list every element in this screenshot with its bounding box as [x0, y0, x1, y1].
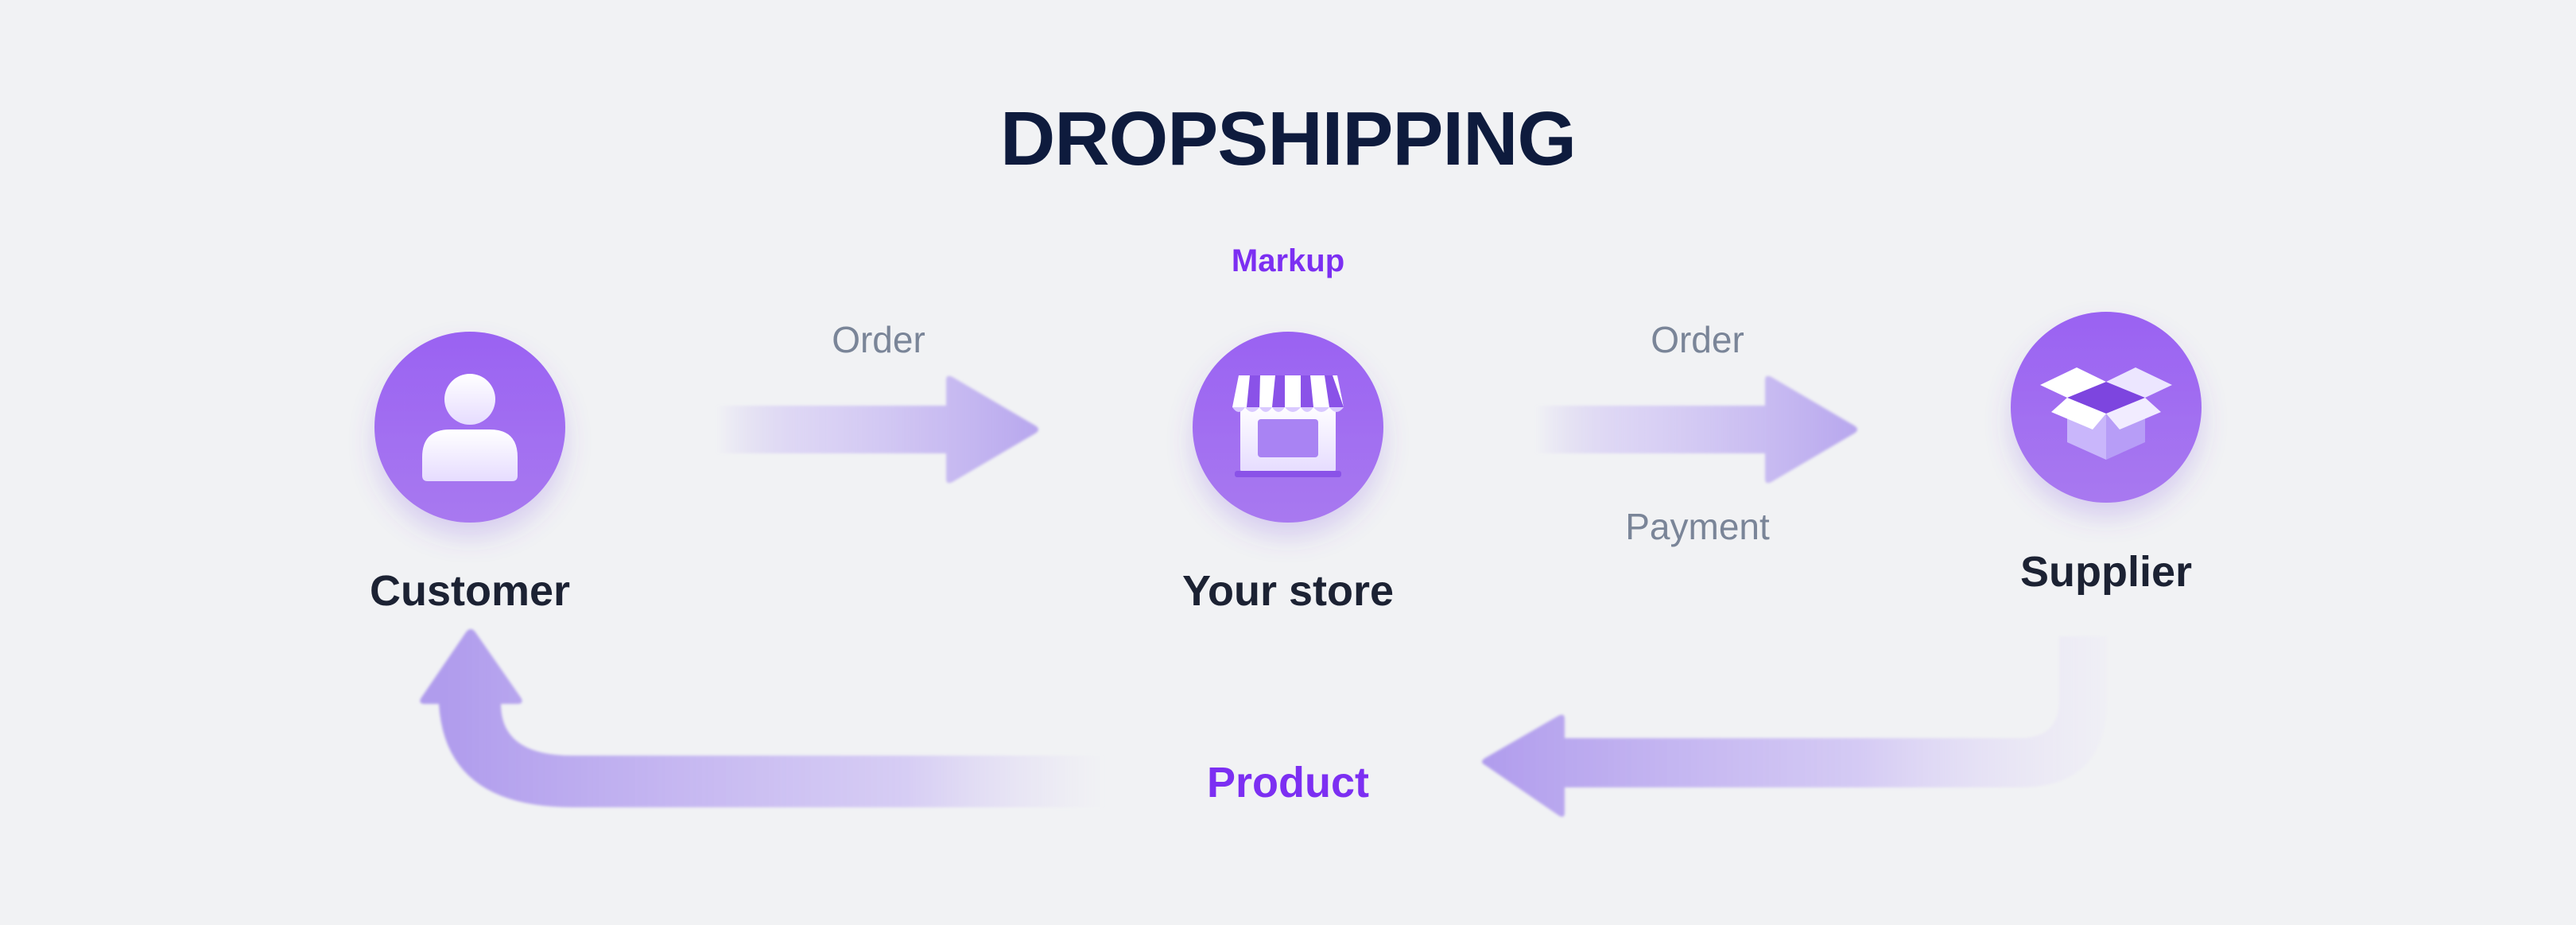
- product-return-arrow-left: [420, 629, 1105, 807]
- customer-node: [374, 332, 565, 523]
- order-arrow-customer-to-store: [716, 375, 1038, 484]
- payment-label: Payment: [1625, 506, 1770, 547]
- order-arrow-store-to-supplier: [1534, 375, 1857, 484]
- customer-label: Customer: [369, 567, 571, 615]
- order-label-store-to-supplier: Order: [1651, 319, 1744, 360]
- diagram-title: DROPSHIPPING: [999, 96, 1577, 181]
- supplier-label: Supplier: [2019, 548, 2193, 596]
- product-return-arrow-right: [1482, 636, 2107, 817]
- product-label: Product: [1206, 759, 1369, 806]
- person-icon: [422, 374, 518, 481]
- open-box-icon: [2040, 367, 2172, 460]
- markup-label: Markup: [1231, 243, 1345, 278]
- order-label-customer-to-store: Order: [832, 319, 925, 360]
- storefront-icon: [1232, 375, 1344, 477]
- your-store-label: Your store: [1181, 567, 1395, 615]
